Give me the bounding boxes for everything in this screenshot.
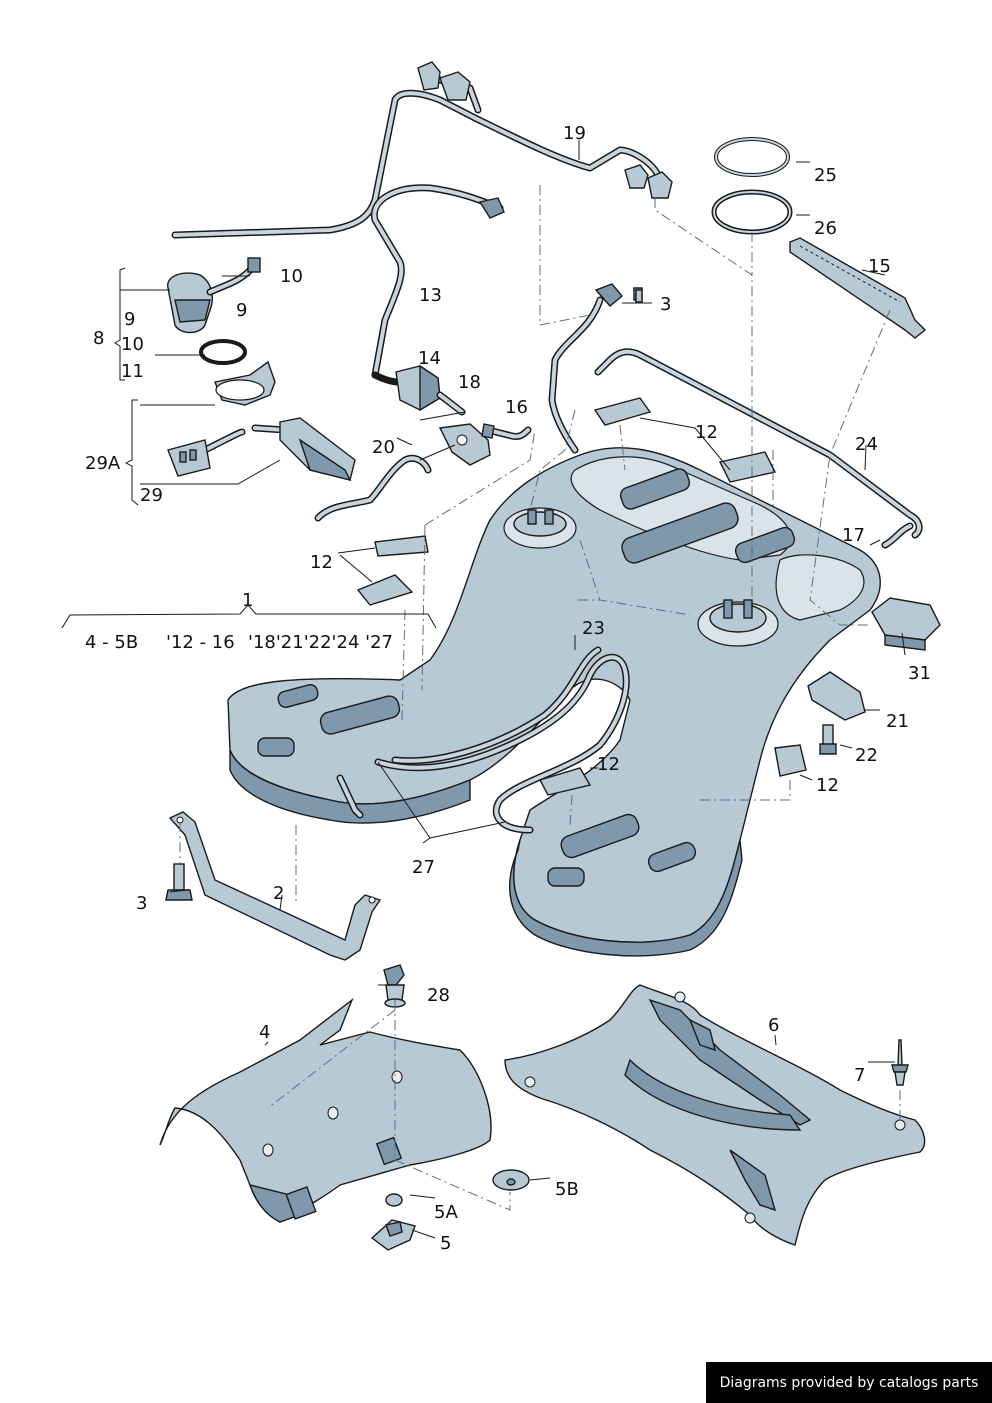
callout-12-c: 12	[310, 552, 333, 573]
callout-3-top: 3	[660, 294, 671, 315]
callout-19: 19	[563, 123, 586, 144]
heat-shield-right[interactable]	[504, 984, 926, 1246]
bolt-22[interactable]	[819, 724, 837, 755]
connector-16[interactable]	[481, 423, 532, 440]
washer-5a[interactable]	[385, 1193, 403, 1207]
callout-5: 5	[440, 1233, 451, 1254]
callout-10-left: 10	[121, 334, 144, 355]
clip-28[interactable]	[383, 964, 406, 1008]
callout-26: 26	[814, 218, 837, 239]
tank-strap[interactable]	[168, 811, 382, 961]
callout-12-a: 12	[695, 422, 718, 443]
callout-23: 23	[582, 618, 605, 639]
feed-line[interactable]	[548, 283, 643, 454]
callout-22: 22	[855, 745, 878, 766]
callout-21: 21	[886, 711, 909, 732]
credit-banner: Diagrams provided by catalogs parts	[706, 1362, 992, 1403]
bracket-18[interactable]	[438, 423, 491, 466]
hose-17[interactable]	[881, 522, 914, 549]
heat-shield-left[interactable]	[159, 997, 492, 1223]
rivet[interactable]	[891, 1039, 909, 1086]
sub-ref-middle: '12 - 16	[166, 632, 235, 653]
bolt-lower[interactable]	[165, 863, 193, 901]
callout-31: 31	[908, 663, 931, 684]
callout-13: 13	[419, 285, 442, 306]
callout-14: 14	[418, 348, 441, 369]
pad-12-e[interactable]	[538, 767, 592, 796]
control-module-31[interactable]	[871, 597, 941, 651]
callout-29: 29	[140, 485, 163, 506]
callout-8: 8	[93, 328, 104, 349]
callout-9-right: 9	[236, 300, 247, 321]
callout-12-e: 12	[597, 754, 620, 775]
callout-7: 7	[854, 1065, 865, 1086]
leader-lines	[61, 140, 906, 1239]
bolt-upper[interactable]	[635, 289, 643, 303]
callout-20: 20	[372, 437, 395, 458]
callout-24: 24	[855, 434, 878, 455]
callout-17: 17	[842, 525, 865, 546]
pad-12-d[interactable]	[356, 574, 414, 606]
callout-15: 15	[868, 256, 891, 277]
callout-5b: 5B	[555, 1179, 579, 1200]
callout-1: 1	[242, 590, 253, 611]
hose-20[interactable]	[314, 454, 432, 522]
sensor-harness[interactable]	[167, 417, 356, 482]
callout-12-f: 12	[816, 775, 839, 796]
callout-4: 4	[259, 1022, 270, 1043]
pad-12-c[interactable]	[374, 535, 429, 557]
vent-line-13[interactable]	[370, 184, 505, 379]
sub-ref-right: '18'21'22'24 '27	[248, 632, 393, 653]
callout-29a: 29A	[85, 453, 121, 474]
callout-3-bottom: 3	[136, 893, 147, 914]
valve-14[interactable]	[371, 364, 466, 416]
breather-line[interactable]	[171, 61, 673, 239]
callout-16: 16	[505, 397, 528, 418]
callout-labels: 19 25 26 15 10 9 13 3 9 8 10 14 11 18 16…	[85, 123, 931, 1254]
callout-25: 25	[814, 165, 837, 186]
callout-10-top: 10	[280, 266, 303, 287]
callout-11: 11	[121, 361, 144, 382]
line-24[interactable]	[594, 348, 923, 539]
callout-9-left: 9	[124, 309, 135, 330]
callout-28: 28	[427, 985, 450, 1006]
callout-18: 18	[458, 372, 481, 393]
strap-15[interactable]	[789, 237, 927, 339]
callout-27: 27	[412, 857, 435, 878]
pad-12-f[interactable]	[774, 744, 807, 777]
clip-5[interactable]	[370, 1219, 416, 1251]
pad-12-b[interactable]	[718, 451, 777, 483]
seal-26[interactable]	[711, 189, 793, 235]
pad-12-a[interactable]	[593, 397, 652, 426]
lock-ring-25[interactable]	[714, 137, 790, 177]
callout-2: 2	[273, 883, 284, 904]
clip-5b[interactable]	[492, 1169, 530, 1191]
filler-neck-group[interactable]	[167, 257, 276, 406]
callout-6: 6	[768, 1015, 779, 1036]
bracket-21[interactable]	[807, 671, 866, 721]
sub-ref-left: 4 - 5B	[85, 632, 138, 653]
callout-5a: 5A	[434, 1202, 458, 1223]
fuel-tank[interactable]	[227, 447, 881, 957]
